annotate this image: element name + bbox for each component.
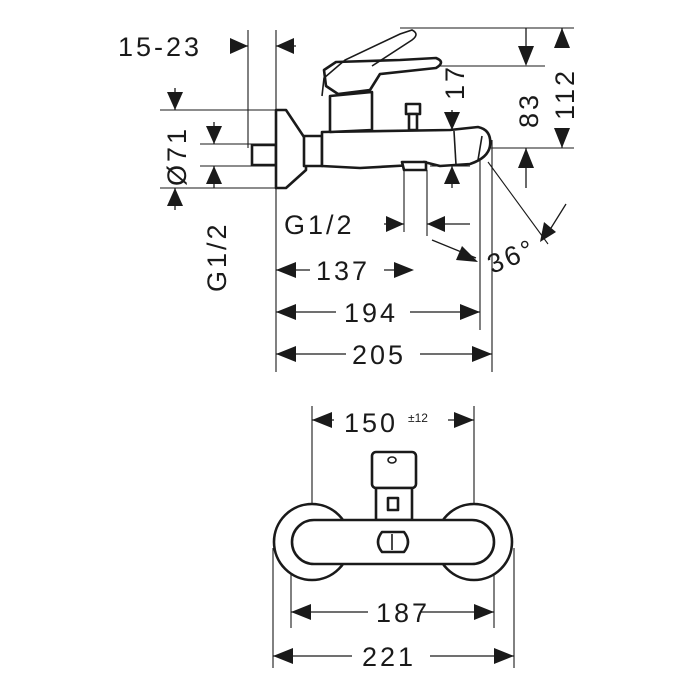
dim-body-width: 187 — [291, 598, 494, 628]
dim-height-to-lever: 83 — [514, 28, 544, 188]
dim-overall-depth: 205 — [276, 340, 492, 370]
diverter-knob-cap — [404, 102, 422, 116]
label-overall-depth: 205 — [352, 340, 406, 370]
dim-inlet-thread: G1/2 — [202, 122, 232, 292]
label-rosette-diameter: Ø71 — [162, 126, 192, 186]
dim-wall-offset: 15-23 — [118, 32, 296, 62]
lever-handle — [322, 56, 443, 96]
lever-raised-position — [321, 29, 417, 97]
dim-overall-height: 112 — [550, 28, 580, 148]
inlet-stub — [250, 143, 278, 167]
label-outlet-distance: 137 — [316, 256, 370, 286]
label-spout-height: 17 — [440, 64, 470, 100]
label-body-width: 187 — [376, 598, 430, 628]
aerator-outlet — [400, 160, 428, 172]
connector-nut — [302, 134, 324, 168]
label-overall-height: 112 — [550, 68, 580, 120]
dim-overall-width: 221 — [273, 642, 514, 672]
label-centers: 150 — [344, 408, 398, 438]
dim-centers: 150 ±12 — [312, 408, 474, 438]
dim-rosette-diameter: Ø71 — [162, 88, 192, 210]
faucet-front-outline — [272, 450, 514, 582]
dim-outlet-thread: G1/2 — [284, 210, 470, 240]
front-view: 150 ±12 187 221 — [272, 406, 515, 672]
label-inlet-thread: G1/2 — [202, 221, 232, 292]
spout-body — [320, 125, 492, 170]
dim-spout-height: 17 — [440, 64, 470, 188]
diverter-knob-stem — [407, 112, 419, 132]
dim-spout-reach: 194 — [276, 298, 480, 328]
dim-outlet-distance: 137 — [276, 256, 414, 286]
center-knob — [376, 530, 410, 554]
lever-indicator — [386, 496, 400, 512]
rosette — [274, 108, 308, 190]
label-spout-reach: 194 — [344, 298, 398, 328]
label-height-to-lever: 83 — [514, 92, 544, 128]
label-overall-width: 221 — [362, 642, 416, 672]
lever-housing — [328, 90, 374, 134]
label-outlet-thread: G1/2 — [284, 210, 355, 240]
side-view: 15-23 Ø71 G1/2 17 — [118, 27, 580, 372]
label-wall-offset: 15-23 — [118, 32, 202, 62]
label-centers-tolerance: ±12 — [408, 411, 428, 425]
faucet-side-outline — [250, 29, 492, 190]
